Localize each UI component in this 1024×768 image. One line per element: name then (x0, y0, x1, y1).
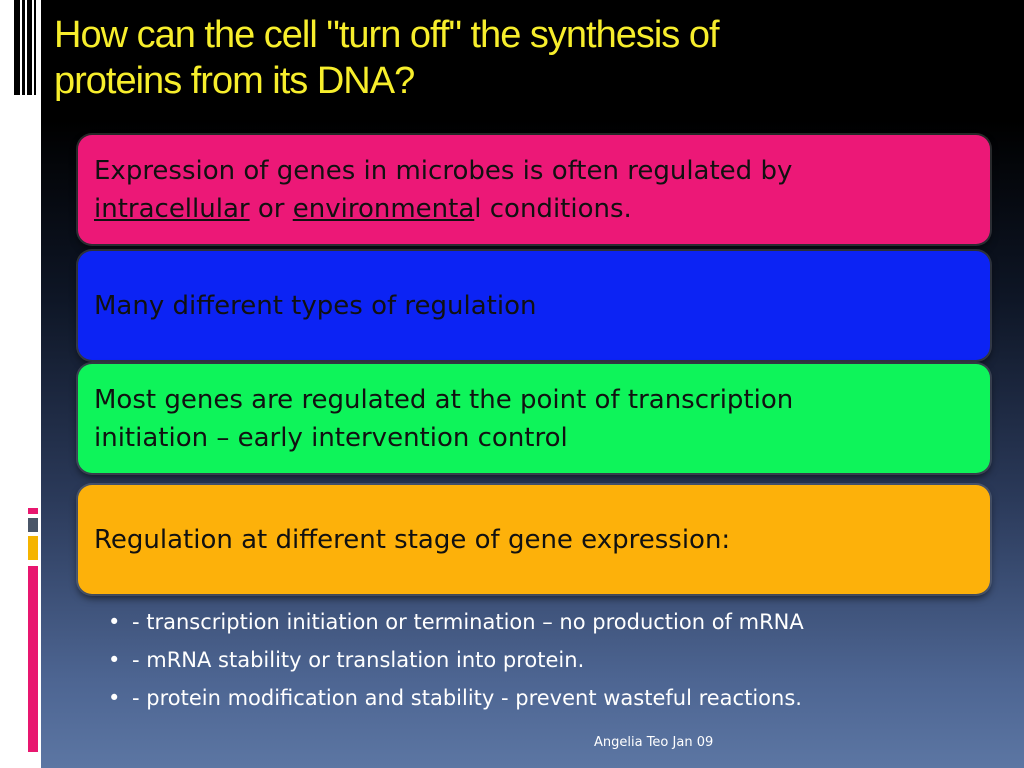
accent-block-gray (28, 518, 38, 532)
content-box-transcription-initiation: Most genes are regulated at the point of… (78, 364, 990, 473)
bullet-icon: • (108, 648, 121, 672)
list-item: • - mRNA stability or translation into pr… (108, 641, 988, 679)
barcode-stripe (14, 0, 20, 95)
left-decoration-bar (0, 0, 41, 768)
content-box-expression: Expression of genes in microbes is often… (78, 135, 990, 244)
accent-block-pink (28, 508, 38, 514)
box-text-line-2: initiation – early intervention control (94, 422, 568, 453)
list-item: • - protein modification and stability - … (108, 679, 988, 717)
list-item: • - transcription initiation or terminati… (108, 603, 988, 641)
list-item-text: - protein modification and stability - p… (132, 686, 802, 710)
underlined-term-intracellular: intracellular (94, 193, 250, 224)
accent-block-pink-long (28, 566, 38, 752)
bullet-icon: • (108, 686, 121, 710)
list-item-text: - transcription initiation or terminatio… (132, 610, 804, 634)
underlined-term-environmental: environmenta (292, 193, 475, 224)
content-box-regulation-stages: Regulation at different stage of gene ex… (78, 485, 990, 594)
bullet-list: • - transcription initiation or terminati… (108, 603, 988, 717)
slide-title: How can the cell "turn off" the synthesi… (54, 12, 914, 104)
box-text-part: Expression of genes in microbes is often… (94, 155, 793, 186)
bullet-icon: • (108, 610, 121, 634)
barcode-stripe (27, 0, 32, 95)
barcode-stripe (22, 0, 25, 95)
barcode-stripe (34, 0, 36, 95)
content-box-types-of-regulation: Many different types of regulation (78, 251, 990, 360)
box-text: Expression of genes in microbes is often… (94, 152, 974, 228)
list-item-text: - mRNA stability or translation into pro… (132, 648, 585, 672)
slide-title-line-2: proteins from its DNA? (54, 60, 415, 102)
accent-block-yellow (28, 536, 38, 560)
box-text-line-1: Most genes are regulated at the point of… (94, 384, 794, 415)
box-text-part: l conditions. (474, 193, 632, 224)
box-text: Regulation at different stage of gene ex… (94, 524, 731, 555)
box-text-part: or (249, 193, 293, 224)
slide-title-line-1: How can the cell "turn off" the synthesi… (54, 14, 720, 56)
footer-author: Angelia Teo Jan 09 (594, 735, 714, 750)
box-text: Many different types of regulation (94, 290, 537, 321)
